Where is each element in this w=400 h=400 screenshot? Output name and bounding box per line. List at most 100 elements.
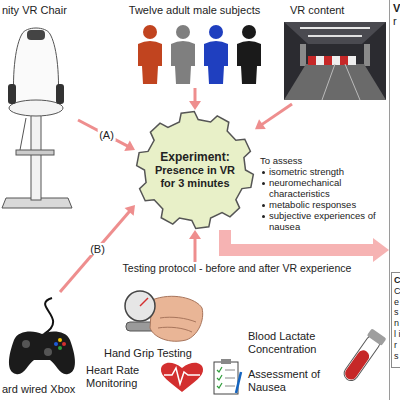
photo-ground [284,22,386,100]
clipboard-clip [221,359,231,364]
chair-footrest [16,150,54,155]
list-item: subjective experiences of nausea [269,211,386,233]
floor-line [345,64,360,100]
heart [161,363,203,392]
barrier [332,56,340,65]
gear-heading: Experiment: [160,150,229,164]
bullet-dot [262,182,265,185]
vr-content-group: VR content [282,4,386,104]
barrier [308,56,316,65]
edge-label: (B) [88,242,107,254]
figure-label: nity VR Chair [2,4,78,17]
chair-armrest [8,84,16,104]
figure-label: VR content [290,4,386,17]
connector-group [255,104,292,129]
gear-shape [137,112,254,229]
floor-line [322,64,335,100]
thumbstick [22,340,30,348]
controller-button [54,342,58,346]
figure-label: Blood Lactate Concentration [248,330,338,355]
figure-label: ard wired Xbox [2,383,82,396]
gear-text: Presence in VR for 3 minutes [149,164,241,190]
photo-ceiling [284,22,386,44]
arrow-head [189,101,201,110]
barrier [316,56,324,65]
list-item: isometric strength [269,167,386,178]
section-heading: Testing protocol - before and after VR e… [112,262,362,275]
edge-label: (A) [97,129,116,141]
hand [150,296,203,341]
person-body [138,41,162,84]
arrow-head [373,238,389,262]
person-head [143,25,157,39]
bullet-dot [262,204,265,207]
connector-group [189,88,201,110]
connector-arrow [194,88,197,103]
hand-grip-dynamometer [125,291,203,341]
pillar [364,44,370,66]
chair-leg [20,118,26,150]
arrow-head [255,119,266,129]
bullet-dot [262,171,265,174]
pen [236,372,241,393]
connector-arrow [194,237,197,262]
controller-button [62,342,66,346]
checklist-lines [225,370,235,386]
ecg-trace [164,368,200,384]
check-marks [217,367,222,388]
ceiling-light [300,27,370,29]
thumbstick [44,348,52,356]
connector-arrow [261,104,292,125]
pillar [300,44,306,66]
ceiling-light [308,35,362,37]
chair-backrest [13,28,58,104]
person-head [176,25,190,39]
controller-body [9,332,75,375]
vr-chair [2,28,72,208]
chair-group: nity VR Chair [2,4,78,216]
person-body [204,41,228,84]
person-body [237,41,261,84]
bullet-dot [262,215,265,218]
list-item: neuromechanical characteristics [269,178,386,200]
xbox-group: ard wired Xbox [2,292,82,396]
arrow-head [124,140,135,151]
conclusion-box: CC e s n l i r s [391,272,400,368]
person-head [242,25,256,39]
grip-dial [125,291,155,321]
panel-heading: V [393,2,400,15]
person-body [171,41,195,84]
panel-heading: r [393,15,400,28]
connector-group [225,230,389,262]
person-head [209,25,223,39]
photo-floor [284,64,386,100]
arrow-head [189,230,201,239]
barrier [324,56,332,65]
checklist-icon [214,359,241,394]
controller-button [58,338,62,342]
arrow-head [125,205,135,216]
controller-cable [44,298,53,334]
tube-blood [343,348,372,382]
barrier [348,56,356,65]
figure-label: Hand Grip Testing [104,347,204,360]
protocol-heading: Testing protocol - before and after VR e… [112,262,362,278]
subjects-group: Twelve adult male subjects [112,4,277,88]
chair-headrest [27,30,45,40]
box-heading: C [394,275,400,286]
list-heading: To assess [260,156,386,167]
xbox-controller [9,298,75,374]
connector-group [60,205,135,292]
chair-armrest [56,84,64,104]
finger-lines [158,317,196,332]
connector-group [189,230,201,262]
vr-scene-photo [284,22,386,100]
side-panel: Vr CC e s n l i r s [389,0,400,400]
connector-group [78,120,135,151]
heart-icon [161,363,203,392]
blood-tube [340,328,387,384]
chair-seat [9,100,63,116]
connector-arrow [60,210,130,292]
tube-cap [367,328,387,346]
